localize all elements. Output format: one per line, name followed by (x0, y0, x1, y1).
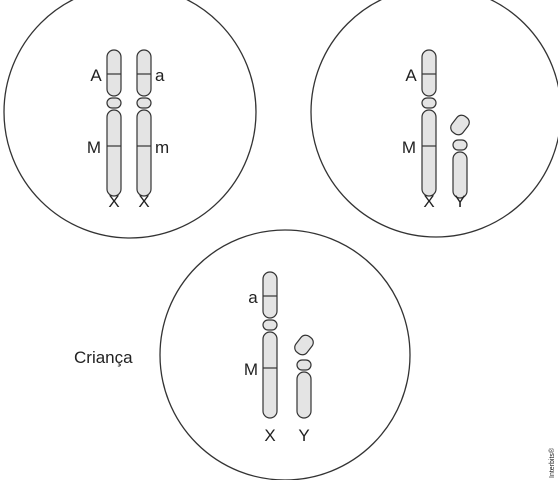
allele-label-m: m (155, 138, 169, 157)
sex-chromosome-label: X (108, 192, 119, 211)
allele-label-A: A (90, 66, 102, 85)
child-label: Criança (74, 348, 133, 367)
chromosome-x (263, 272, 277, 418)
chromosome-x (422, 50, 436, 196)
watermark: Interbits® (548, 447, 556, 478)
chromosome-x-left (107, 50, 121, 196)
sex-chromosome-label: Y (298, 426, 309, 445)
sex-chromosome-label: Y (454, 192, 465, 211)
cell-child: Criança a M X Y (74, 230, 410, 480)
allele-label-a: a (248, 288, 258, 307)
sex-chromosome-label: X (423, 192, 434, 211)
allele-label-a: a (155, 66, 165, 85)
cell-child-outline (160, 230, 410, 480)
allele-label-M: M (87, 138, 101, 157)
allele-label-A: A (405, 66, 417, 85)
sex-chromosome-label: X (264, 426, 275, 445)
cell-mother: A M X a m X (4, 0, 256, 238)
allele-label-M: M (402, 138, 416, 157)
sex-chromosome-label: X (138, 192, 149, 211)
chromosome-x-right (137, 50, 151, 196)
allele-label-M: M (244, 360, 258, 379)
chromosome-y (292, 333, 315, 418)
chromosome-y (448, 113, 471, 198)
cell-mother-outline (4, 0, 256, 238)
cell-father: A M X Y (311, 0, 558, 237)
